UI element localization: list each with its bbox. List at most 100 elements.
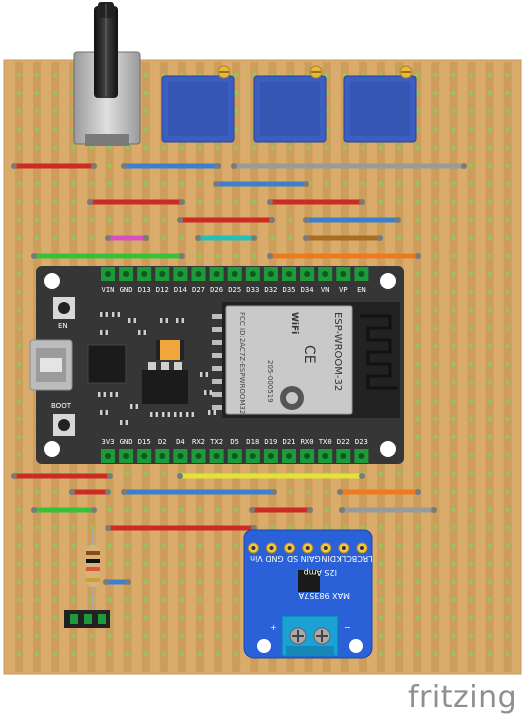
wire-end bbox=[249, 507, 255, 513]
bottom-pin-label: D18 bbox=[246, 437, 259, 446]
board-hole bbox=[71, 145, 76, 150]
wire-end bbox=[107, 473, 113, 479]
board-hole bbox=[487, 290, 492, 295]
board-hole bbox=[16, 597, 22, 603]
board-hole bbox=[16, 72, 22, 78]
esp32-devkit: EN BOOT ESP-WROOM-32 ESP-WROOM-32 FCC ID… bbox=[29, 266, 404, 464]
board-hole bbox=[197, 199, 203, 204]
header-pin-hole bbox=[322, 453, 329, 459]
capacitor bbox=[156, 340, 184, 360]
board-hole bbox=[161, 235, 166, 241]
wire-end bbox=[91, 507, 97, 513]
board-hole bbox=[433, 145, 438, 150]
board-hole bbox=[215, 507, 221, 512]
board-hole bbox=[179, 579, 185, 584]
board-hole bbox=[451, 543, 456, 548]
esp-wroom-module: ESP-WROOM-32 ESP-WROOM-32 FCC ID:2AC7Z-E… bbox=[222, 302, 400, 418]
smd-part-body bbox=[130, 318, 134, 323]
amp-pin-hole bbox=[323, 546, 328, 550]
board-hole bbox=[34, 633, 40, 639]
board-hole bbox=[125, 652, 130, 657]
board-hole bbox=[469, 525, 474, 530]
amp-pin-label-group: DIN bbox=[322, 554, 337, 563]
board-hole bbox=[16, 633, 22, 639]
board-hole bbox=[505, 525, 510, 530]
wire-end bbox=[307, 507, 313, 513]
board-hole bbox=[360, 181, 366, 186]
boot-button[interactable] bbox=[53, 414, 75, 436]
header-pin-hole bbox=[231, 453, 238, 459]
amp-pin-label: GND bbox=[265, 554, 283, 563]
esp32-top-headers bbox=[101, 267, 369, 281]
board-hole bbox=[469, 127, 474, 132]
board-hole bbox=[16, 235, 22, 241]
trimmer-face bbox=[350, 82, 410, 136]
header-pin-hole bbox=[304, 271, 311, 277]
board-hole bbox=[433, 253, 438, 259]
amp-pin-label: SD bbox=[287, 554, 298, 563]
board-hole bbox=[179, 507, 185, 512]
top-pin-label: D13 bbox=[138, 285, 151, 294]
board-hole bbox=[451, 579, 456, 584]
board-hole bbox=[487, 271, 492, 277]
board-hole bbox=[433, 271, 438, 277]
potentiometer[interactable] bbox=[73, 2, 141, 146]
board-hole bbox=[433, 109, 438, 114]
board-hole bbox=[161, 615, 166, 621]
wire-end bbox=[431, 507, 437, 513]
board-hole bbox=[324, 489, 329, 494]
smd-part-body bbox=[152, 412, 156, 417]
board-hole bbox=[197, 543, 203, 548]
wire-end bbox=[213, 181, 219, 187]
header-pin-hole bbox=[304, 453, 311, 459]
amp-pin-label-group: GAIN bbox=[301, 554, 321, 563]
esp32-bottom-headers bbox=[101, 449, 369, 463]
board-hole bbox=[415, 652, 420, 657]
board-hole bbox=[433, 416, 438, 422]
board-hole bbox=[107, 633, 112, 639]
board-hole bbox=[107, 652, 112, 657]
copper-strip bbox=[485, 62, 494, 672]
board-hole bbox=[143, 597, 148, 603]
module-wifi: WiFi bbox=[289, 312, 299, 334]
board-hole bbox=[16, 652, 22, 657]
wire-end bbox=[105, 525, 111, 531]
board-hole bbox=[288, 235, 293, 241]
board-hole bbox=[324, 507, 329, 512]
board-hole bbox=[433, 561, 438, 566]
smd-part-body bbox=[210, 410, 214, 415]
board-hole bbox=[505, 362, 510, 367]
bottom-pin-label: D19 bbox=[264, 437, 277, 446]
header-pin-hole bbox=[123, 453, 130, 459]
amp-pin-label: Vin bbox=[250, 554, 263, 563]
module-fcc: FCC ID:2AC7Z-ESPWROOM32 bbox=[238, 312, 246, 414]
board-hole bbox=[378, 597, 384, 603]
board-hole bbox=[415, 290, 420, 295]
board-hole bbox=[505, 416, 510, 422]
en-button[interactable] bbox=[53, 297, 75, 319]
board-hole bbox=[143, 471, 148, 476]
board-hole bbox=[433, 326, 438, 331]
board-hole bbox=[378, 525, 384, 530]
amp-pin-headers bbox=[247, 542, 368, 554]
board-hole bbox=[469, 416, 474, 422]
board-hole bbox=[143, 507, 148, 512]
board-hole bbox=[415, 145, 420, 150]
bottom-pin-label: D2 bbox=[158, 437, 167, 446]
resistor bbox=[86, 530, 100, 612]
module-pad bbox=[212, 340, 222, 345]
header-pin-hole bbox=[141, 453, 148, 459]
board-hole bbox=[505, 308, 510, 313]
board-hole bbox=[125, 507, 130, 512]
board-hole bbox=[451, 633, 456, 639]
board-hole bbox=[215, 145, 221, 150]
board-hole bbox=[107, 561, 112, 566]
board-hole bbox=[469, 507, 474, 512]
wire-end bbox=[31, 253, 37, 259]
wire-end bbox=[69, 489, 75, 495]
top-pin-label: VN bbox=[321, 285, 330, 294]
board-hole bbox=[505, 127, 510, 132]
module-pad bbox=[212, 314, 222, 319]
board-hole bbox=[487, 344, 492, 349]
board-hole bbox=[197, 145, 203, 150]
